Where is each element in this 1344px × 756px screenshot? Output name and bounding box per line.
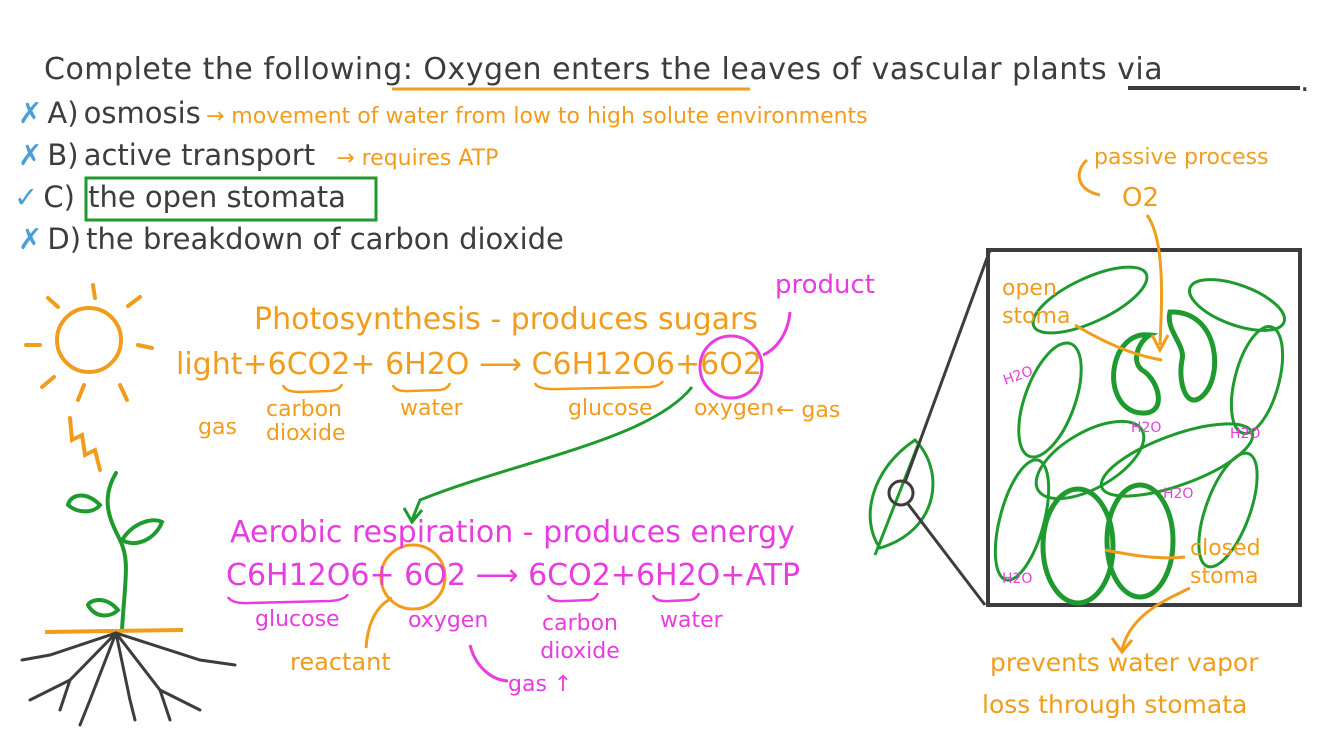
oxygen-label: oxygen — [694, 396, 775, 421]
gas-label-right: ← gas — [776, 398, 841, 423]
wrong-mark-icon: ✗ — [18, 96, 43, 130]
h2o-label: H2O — [1002, 571, 1033, 587]
wrong-mark-icon: ✗ — [18, 138, 43, 172]
ground-line — [44, 628, 184, 634]
question-suffix: of vascular plants via — [831, 52, 1164, 87]
gas-arrow — [468, 644, 509, 683]
h2o-label: H2O — [1230, 426, 1261, 442]
leaf-cross-section-box — [986, 248, 1302, 607]
o2-label: O2 — [1122, 183, 1160, 213]
question-period: . — [1300, 64, 1310, 99]
option-b[interactable]: ✗ B) active transport → requires ATP — [18, 138, 498, 172]
wrong-mark-icon: ✗ — [18, 222, 43, 256]
photosynthesis-title: Photosynthesis - produces sugars — [254, 302, 758, 337]
h2o-label: H2O — [1163, 486, 1194, 502]
closed-stoma-label: closed stoma — [1190, 536, 1261, 589]
oxygen-transfer-arrow — [410, 386, 694, 521]
question-prefix: Complete the following: — [44, 52, 414, 87]
product-label: product — [775, 270, 876, 300]
reactant-arrow — [364, 596, 393, 649]
co2-label: carbon dioxide — [540, 611, 620, 664]
open-stoma-label: open stoma — [1002, 276, 1071, 329]
prevents-label-2: loss through stomata — [982, 690, 1248, 719]
option-c[interactable]: ✓ C) the open stomata — [14, 180, 346, 214]
option-text: the breakdown of carbon dioxide — [86, 222, 564, 256]
question-text: Complete the following: Oxygen enters th… — [44, 52, 1163, 87]
check-mark-icon: ✓ — [14, 180, 39, 214]
glucose-label: glucose — [255, 607, 340, 632]
option-letter: B) — [47, 138, 79, 172]
leaf-zoom-circle — [887, 479, 915, 507]
h2o-label: H2O — [1131, 420, 1162, 436]
product-circle — [698, 334, 764, 400]
stoma-guard-cells — [1040, 309, 1218, 606]
option-letter: D) — [47, 222, 82, 256]
leaf-icon — [868, 438, 935, 556]
glucose-label: glucose — [568, 396, 653, 421]
sun-icon — [24, 283, 154, 472]
co2-label: carbon dioxide — [266, 397, 346, 446]
gas-label: gas ↑ — [508, 672, 573, 697]
water-label: water — [660, 608, 723, 633]
option-text: the open stomata — [88, 180, 346, 214]
roots-icon — [20, 631, 237, 727]
respiration-equation: C6H12O6+ 6O2 ⟶ 6CO2+6H2O+ATP — [226, 558, 801, 593]
option-note: → movement of water from low to high sol… — [205, 104, 868, 129]
option-letter: A) — [47, 96, 79, 130]
leaf-cells — [993, 265, 1286, 582]
option-text: osmosis — [83, 96, 201, 130]
reactant-circle — [379, 543, 447, 611]
question-key-phrase: Oxygen enters the leaves — [423, 52, 822, 87]
option-a[interactable]: ✗ A) osmosis → movement of water from lo… — [18, 96, 868, 130]
photosynthesis-equation: light+6CO2+ 6H2O ⟶ C6H12O6+6O2 — [176, 347, 762, 382]
option-text: active transport — [83, 138, 316, 172]
gas-label: gas — [198, 415, 237, 440]
respiration-title: Aerobic respiration - produces energy — [230, 515, 795, 550]
reactant-label: reactant — [290, 648, 391, 676]
plant-icon — [65, 471, 165, 632]
option-d[interactable]: ✗ D) the breakdown of carbon dioxide — [18, 222, 564, 256]
correct-answer-box — [84, 176, 378, 222]
option-letter: C) — [43, 180, 75, 214]
option-note: → requires ATP — [336, 146, 499, 171]
passive-process-label: passive process — [1094, 145, 1269, 170]
oxygen-label: oxygen — [408, 608, 489, 633]
water-label: water — [400, 396, 463, 421]
prevents-label: prevents water vapor — [990, 648, 1259, 677]
product-arrow — [762, 311, 792, 357]
